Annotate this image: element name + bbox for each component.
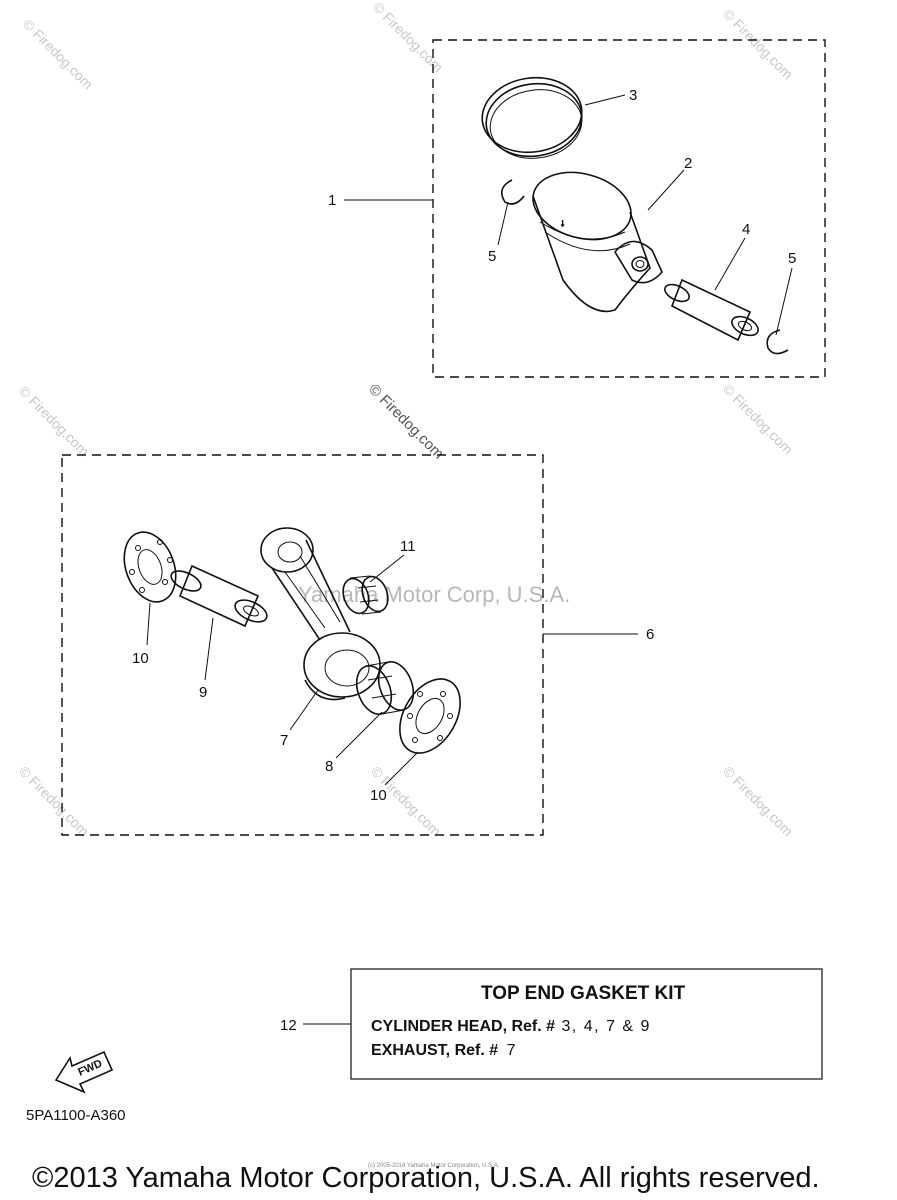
diagram-code: 5PA1100-A360 <box>26 1107 126 1124</box>
copyright-notice: ©2013 Yamaha Motor Corporation, U.S.A. A… <box>32 1162 820 1194</box>
crank-pin-part <box>170 564 268 628</box>
circlip-left-part <box>500 179 525 205</box>
callout-3: 3 <box>629 87 637 104</box>
gasket-kit-box <box>350 968 823 1080</box>
small-copyright: (c) 2005-2016 Yamaha Motor Corporation, … <box>368 1163 500 1169</box>
fwd-arrow-icon: FWD <box>54 1050 114 1094</box>
callout-5-left: 5 <box>488 248 496 265</box>
piston-kit-box <box>432 39 826 378</box>
callout-7: 7 <box>280 732 288 749</box>
piston-pin-part <box>664 278 759 342</box>
bottom-leaders <box>146 554 638 786</box>
gasket-kit-line-2-label: EXHAUST, Ref. # <box>371 1042 498 1059</box>
callout-9: 9 <box>199 684 207 701</box>
watermark-yamaha-center: Yamaha Motor Corp, U.S.A. <box>298 582 570 607</box>
thrust-washer-left-part <box>123 531 177 603</box>
gasket-kit-line-2-refs: 7 <box>507 1042 516 1059</box>
small-end-bearing-part <box>342 575 389 615</box>
circlip-right-part <box>766 329 789 355</box>
watermark-low-left: © Firedog.com <box>16 763 92 839</box>
piston-ring-part <box>481 76 583 159</box>
callout-10-left: 10 <box>132 650 149 667</box>
watermark-top-right: © Firedog.com <box>720 6 796 82</box>
gasket-kit-line-1: CYLINDER HEAD, Ref. # 3, 4, 7 & 9 <box>371 1018 651 1035</box>
callout-1: 1 <box>328 192 336 209</box>
gasket-kit-line-1-label: CYLINDER HEAD, Ref. # <box>371 1018 555 1035</box>
callout-4: 4 <box>742 221 750 238</box>
callout-12: 12 <box>280 1017 297 1034</box>
callout-labels: 1 2 3 4 5 5 6 7 8 9 10 10 11 12 <box>132 87 796 1034</box>
watermarks: © Firedog.com © Firedog.com © Firedog.co… <box>16 0 796 839</box>
callout-6: 6 <box>646 626 654 643</box>
gasket-kit-line-1-refs: 3, 4, 7 & 9 <box>561 1018 650 1035</box>
gasket-kit-line-2: EXHAUST, Ref. # 7 <box>371 1042 516 1059</box>
big-end-bearing-part <box>355 661 415 715</box>
crank-kit-box <box>61 454 544 836</box>
piston-mark-icon: ↓ <box>560 218 565 229</box>
connecting-rod-part <box>260 527 381 701</box>
callout-10-right: 10 <box>370 787 387 804</box>
callout-5-right: 5 <box>788 250 796 267</box>
watermark-low-right: © Firedog.com <box>720 763 796 839</box>
watermark-top-center: © Firedog.com <box>370 0 446 75</box>
callout-8: 8 <box>325 758 333 775</box>
watermark-mid-center: © Firedog.com <box>365 381 447 463</box>
gasket-kit-title: TOP END GASKET KIT <box>481 983 685 1004</box>
watermark-mid-right: © Firedog.com <box>720 381 796 457</box>
piston-part: ↓ <box>532 171 663 313</box>
top-leaders <box>344 94 793 336</box>
watermark-mid-left: © Firedog.com <box>16 383 92 459</box>
callout-11: 11 <box>400 538 416 555</box>
callout-2: 2 <box>684 155 692 172</box>
watermark-top-left: © Firedog.com <box>20 16 96 92</box>
thrust-washer-right-part <box>399 678 461 754</box>
